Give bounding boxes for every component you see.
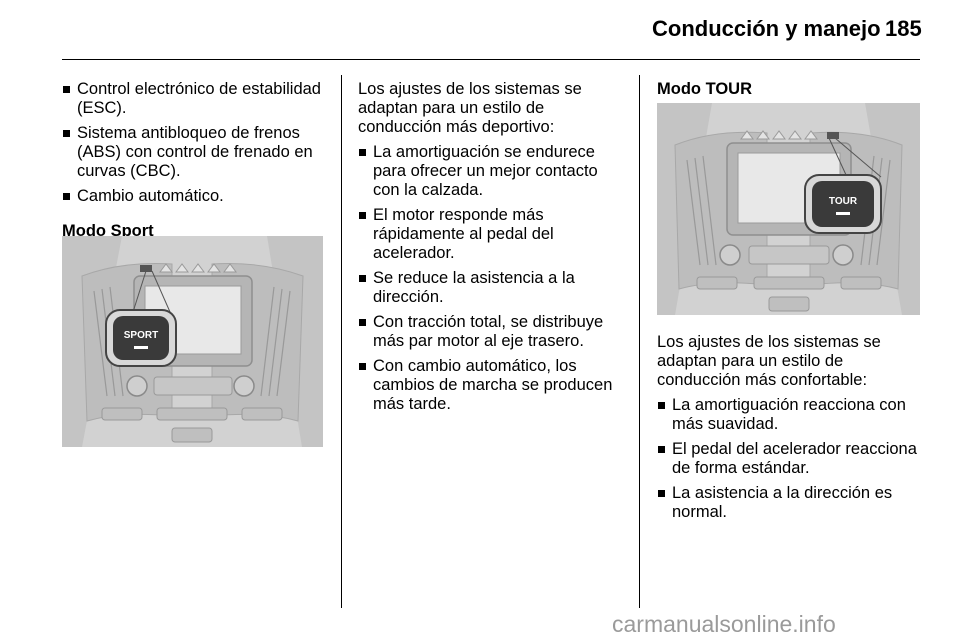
column-1: Control electrónico de estabilidad (ESC)… xyxy=(62,80,324,241)
list-item: La asistencia a la dirección es normal. xyxy=(657,484,922,522)
section-heading-tour: Modo TOUR xyxy=(657,80,753,98)
column-3-body: Los ajustes de los sistemas se adaptan p… xyxy=(657,333,922,528)
column-3-heading-block: Modo TOUR xyxy=(657,80,922,99)
list-item: El pedal del acelerador reacciona de for… xyxy=(657,440,922,478)
page-header-title: Conducción y manejo xyxy=(652,16,881,41)
list-item: La amortiguación se endurece para ofrece… xyxy=(358,143,624,200)
sport-button-label: SPORT xyxy=(124,330,158,341)
watermark: carmanualsonline.info xyxy=(612,611,836,637)
feature-list: Control electrónico de estabilidad (ESC)… xyxy=(62,80,324,206)
sport-intro-text: Los ajustes de los sistemas se adaptan p… xyxy=(358,80,582,136)
list-item: Con tracción total, se distribuye más pa… xyxy=(358,313,624,351)
column-divider-2 xyxy=(639,75,640,608)
tour-button-label: TOUR xyxy=(829,196,858,207)
tour-mode-figure: TOUR xyxy=(657,103,920,315)
list-item: La amortiguación reacciona con más suavi… xyxy=(657,396,922,434)
column-divider-1 xyxy=(341,75,342,608)
column-2: Los ajustes de los sistemas se adaptan p… xyxy=(358,80,624,420)
tour-intro-text: Los ajustes de los sistemas se adaptan p… xyxy=(657,333,881,389)
section-heading-sport: Modo Sport xyxy=(62,222,154,240)
sport-mode-figure: SPORT xyxy=(62,236,323,447)
list-item: El motor responde más rápidamente al ped… xyxy=(358,206,624,263)
list-item: Con cambio automático, los cambios de ma… xyxy=(358,357,624,414)
list-item: Se reduce la asistencia a la dirección. xyxy=(358,269,624,307)
sport-effects-list: La amortiguación se endurece para ofrece… xyxy=(358,143,624,414)
list-item: Cambio automático. xyxy=(62,187,324,206)
list-item: Control electrónico de estabilidad (ESC)… xyxy=(62,80,324,118)
header-divider xyxy=(62,59,920,60)
list-item: Sistema antibloqueo de frenos (ABS) con … xyxy=(62,124,324,181)
page-number: 185 xyxy=(885,16,922,41)
tour-effects-list: La amortiguación reacciona con más suavi… xyxy=(657,396,922,522)
